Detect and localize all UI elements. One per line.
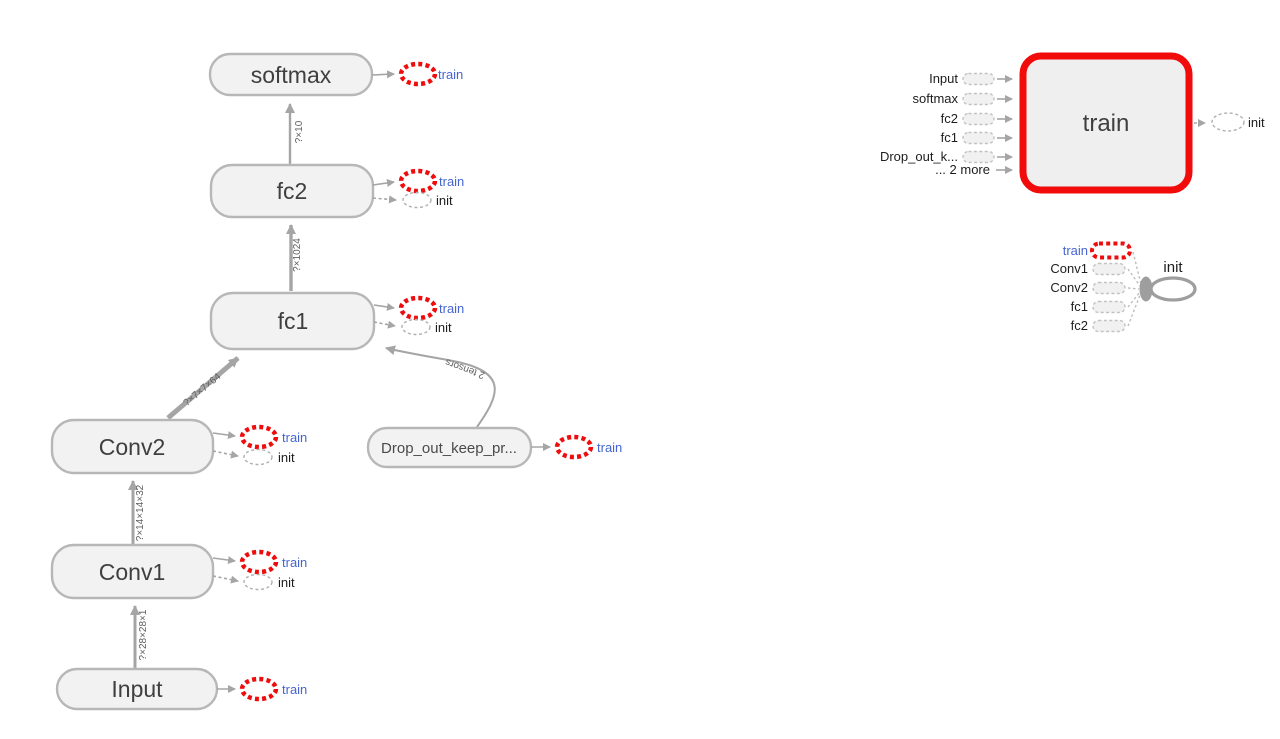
node-dropout[interactable]: Drop_out_keep_pr... bbox=[366, 426, 533, 469]
node-conv1[interactable]: Conv1 bbox=[50, 543, 215, 600]
conv2-train-arrow bbox=[212, 431, 236, 440]
fc2-annotations: train init bbox=[372, 168, 464, 209]
train-selected-node[interactable] bbox=[1019, 52, 1193, 194]
conv1-init-node[interactable] bbox=[243, 573, 273, 591]
edge-label-conv2-fc1: ?×7×7×64 bbox=[181, 371, 223, 409]
init-input-mini-fc1[interactable] bbox=[1092, 300, 1126, 314]
node-softmax[interactable]: softmax bbox=[208, 52, 374, 97]
fc1-init-node[interactable] bbox=[401, 318, 431, 336]
dropout-train-label: train bbox=[597, 440, 622, 455]
fc1-annotations: train init bbox=[373, 295, 464, 336]
input-annotations: train bbox=[217, 676, 307, 702]
init-input-mini-conv2[interactable] bbox=[1092, 281, 1126, 295]
conv2-annotations: train init bbox=[212, 424, 307, 466]
init-conn-conv2 bbox=[1127, 287, 1140, 290]
train-input-mini-input[interactable] bbox=[962, 72, 995, 86]
softmax-train-label: train bbox=[438, 67, 463, 82]
edge-dropout-fc1 bbox=[385, 345, 496, 428]
conv1-train-node[interactable] bbox=[239, 549, 279, 575]
fc2-init-arrow bbox=[372, 195, 397, 204]
conv1-annotations: train init bbox=[212, 549, 307, 591]
fc2-train-arrow bbox=[372, 179, 395, 187]
init-input-label-fc2: fc2 bbox=[1071, 318, 1088, 333]
init-input-mini-train[interactable] bbox=[1090, 241, 1132, 260]
conv1-train-arrow bbox=[212, 556, 236, 565]
node-fc2-shape[interactable] bbox=[209, 163, 375, 219]
train-output-init-node[interactable] bbox=[1211, 112, 1245, 132]
edge-label-fc2-softmax: ?×10 bbox=[294, 120, 305, 143]
train-input-mini-softmax[interactable] bbox=[962, 92, 995, 106]
train-output-init-label: init bbox=[1248, 115, 1265, 130]
init-op-node[interactable] bbox=[1139, 276, 1153, 302]
train-input-mini-dropout[interactable] bbox=[962, 150, 995, 164]
train-input-mini-fc1[interactable] bbox=[962, 131, 995, 145]
fc1-init-arrow bbox=[373, 320, 396, 329]
init-conn-fc1 bbox=[1127, 291, 1141, 308]
softmax-train-arrow bbox=[371, 70, 395, 79]
softmax-annotations: train bbox=[371, 61, 463, 87]
train-detail-block: Input softmax fc2 fc1 Drop_out_k... ... … bbox=[880, 52, 1265, 194]
node-fc2[interactable]: fc2 bbox=[209, 163, 375, 219]
node-dropout-label: Drop_out_keep_pr... bbox=[381, 440, 517, 457]
node-conv2[interactable]: Conv2 bbox=[50, 418, 215, 475]
conv2-init-label: init bbox=[278, 450, 295, 465]
edge-label-dropout-fc1: 2 tensors bbox=[444, 356, 486, 380]
input-train-label: train bbox=[282, 682, 307, 697]
conv2-init-arrow bbox=[212, 450, 239, 459]
node-conv2-shape[interactable] bbox=[50, 418, 215, 475]
init-conn-fc2 bbox=[1127, 294, 1141, 327]
node-fc1-label: fc1 bbox=[278, 308, 309, 334]
train-input-label-input: Input bbox=[929, 71, 958, 86]
softmax-train-node[interactable] bbox=[398, 61, 438, 87]
fc2-init-node[interactable] bbox=[402, 191, 432, 209]
dropout-annotations: train bbox=[531, 434, 622, 460]
fc1-train-node[interactable] bbox=[398, 295, 438, 321]
init-input-mini-fc2[interactable] bbox=[1092, 319, 1126, 333]
conv2-train-label: train bbox=[282, 430, 307, 445]
init-detail-block: train Conv1 Conv2 fc1 fc2 init bbox=[1050, 241, 1197, 333]
dropout-train-node[interactable] bbox=[554, 434, 594, 460]
node-conv2-label: Conv2 bbox=[99, 434, 165, 460]
init-conn-conv1 bbox=[1127, 268, 1141, 287]
fc1-init-label: init bbox=[435, 320, 452, 335]
train-input-label-fc2: fc2 bbox=[941, 111, 958, 126]
fc2-init-label: init bbox=[436, 193, 453, 208]
conv2-init-node[interactable] bbox=[243, 448, 273, 466]
init-input-label-conv2: Conv2 bbox=[1050, 280, 1088, 295]
node-softmax-label: softmax bbox=[251, 62, 332, 88]
node-input[interactable]: Input bbox=[55, 667, 219, 711]
edge-label-input-conv1: ?×28×28×1 bbox=[138, 609, 149, 660]
node-conv1-shape[interactable] bbox=[50, 543, 215, 600]
node-conv1-label: Conv1 bbox=[99, 559, 165, 585]
init-input-label-train: train bbox=[1063, 243, 1088, 258]
init-op-label: init bbox=[1163, 259, 1183, 276]
init-input-label-fc1: fc1 bbox=[1071, 299, 1088, 314]
input-train-node[interactable] bbox=[239, 676, 279, 702]
train-selected-label: train bbox=[1083, 110, 1130, 137]
node-fc1-shape[interactable] bbox=[209, 291, 376, 351]
fc1-train-arrow bbox=[373, 303, 395, 311]
fc2-train-label: train bbox=[439, 174, 464, 189]
train-input-label-softmax: softmax bbox=[912, 91, 958, 106]
init-input-label-conv1: Conv1 bbox=[1050, 261, 1088, 276]
edge-conv2-fc1 bbox=[166, 356, 240, 420]
train-input-mini-fc2[interactable] bbox=[962, 112, 995, 126]
edge-label-conv1-conv2: ?×14×14×32 bbox=[135, 484, 146, 541]
node-fc1[interactable]: fc1 bbox=[209, 291, 376, 351]
edge-label-fc1-fc2: ?×1024 bbox=[292, 238, 303, 272]
init-conn-train bbox=[1132, 251, 1142, 285]
init-input-mini-conv1[interactable] bbox=[1092, 262, 1126, 276]
fc2-train-node[interactable] bbox=[398, 168, 438, 194]
conv1-init-label: init bbox=[278, 575, 295, 590]
train-input-label-dropout: Drop_out_k... bbox=[880, 149, 958, 164]
node-input-label: Input bbox=[111, 676, 163, 702]
node-fc2-label: fc2 bbox=[277, 178, 308, 204]
fc1-train-label: train bbox=[439, 301, 464, 316]
conv1-train-label: train bbox=[282, 555, 307, 570]
conv1-init-arrow bbox=[212, 575, 239, 584]
conv2-train-node[interactable] bbox=[239, 424, 279, 450]
init-self-loop-icon bbox=[1149, 276, 1197, 302]
train-input-label-fc1: fc1 bbox=[941, 130, 958, 145]
train-input-label-more[interactable]: ... 2 more bbox=[935, 162, 990, 177]
